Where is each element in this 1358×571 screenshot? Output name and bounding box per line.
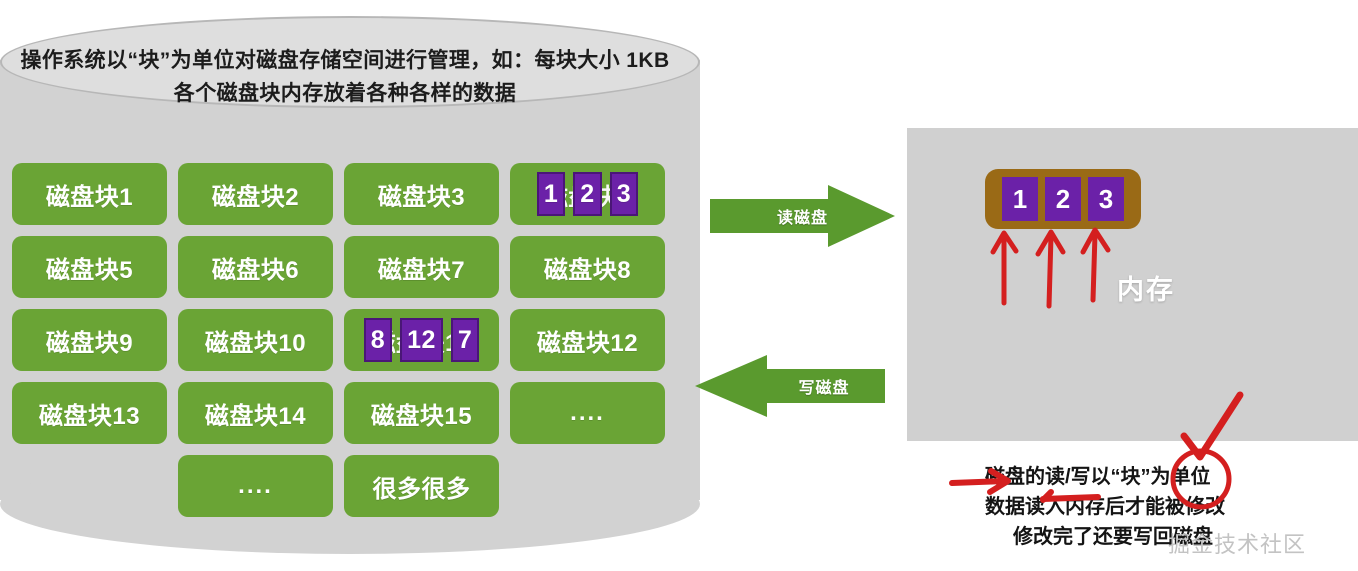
disk-caption: 操作系统以“块”为单位对磁盘存储空间进行管理，如：每块大小 1KB 各个磁盘块内… <box>0 44 690 110</box>
memory-chunk: 2 <box>1045 177 1081 221</box>
disk-block-label: 磁盘块10 <box>204 329 307 357</box>
disk-block[interactable]: 磁盘块15 <box>344 382 499 444</box>
block-spacer <box>510 455 665 517</box>
disk-block[interactable]: 磁盘块3 <box>344 163 499 225</box>
block-grid-row: 磁盘块9 磁盘块10 磁盘块118127 磁盘块12 <box>12 309 684 371</box>
disk-block-label: 磁盘块14 <box>204 402 307 430</box>
disk-block[interactable]: 很多很多 <box>344 455 499 517</box>
block-grid-row: 磁盘块13 磁盘块14 磁盘块15.... <box>12 382 684 444</box>
disk-block[interactable]: 磁盘块12 <box>510 309 665 371</box>
disk-block[interactable]: 磁盘块10 <box>178 309 333 371</box>
disk-block[interactable]: 磁盘块6 <box>178 236 333 298</box>
read-disk-label: 读磁盘 <box>776 210 828 227</box>
disk-block-label: 磁盘块1 <box>45 183 134 211</box>
note-line-3: 修改完了还要写回磁盘 <box>1013 526 1213 548</box>
disk-block[interactable]: .... <box>178 455 333 517</box>
disk-block[interactable]: 磁盘块1 <box>12 163 167 225</box>
disk-block-label: 磁盘块9 <box>45 329 134 357</box>
disk-block-label: .... <box>570 399 605 426</box>
data-chunk: 1 <box>536 172 566 216</box>
disk-block[interactable]: 磁盘块14 <box>178 382 333 444</box>
watermark: 掘金技术社区 <box>1168 532 1307 557</box>
disk-block[interactable]: 磁盘块8 <box>510 236 665 298</box>
read-disk-arrow[interactable]: 读磁盘 <box>710 185 895 247</box>
note-line-1: 磁盘的读/写以“块”为单位 <box>985 466 1211 488</box>
write-arrow-shape <box>695 355 885 417</box>
memory-chunk: 3 <box>1088 177 1124 221</box>
note-line-2: 数据读入内存后才能被修改 <box>985 496 1225 518</box>
disk-block-label: 磁盘块13 <box>38 402 141 430</box>
data-chunk: 8 <box>363 318 393 362</box>
disk-caption-line1: 操作系统以“块”为单位对磁盘存储空间进行管理，如：每块大小 1KB <box>20 49 670 72</box>
disk-block-label: .... <box>238 472 273 499</box>
disk-block-label: 磁盘块15 <box>370 402 473 430</box>
disk-block-label: 磁盘块6 <box>211 256 300 284</box>
disk-block[interactable]: 磁盘块7 <box>344 236 499 298</box>
bottom-note: 磁盘的读/写以“块”为单位 数据读入内存后才能被修改 修改完了还要写回磁盘 <box>985 462 1358 552</box>
data-chunk: 3 <box>609 172 639 216</box>
memory-chunk: 1 <box>1002 177 1038 221</box>
disk-block[interactable]: 磁盘块118127 <box>344 309 499 371</box>
disk-block[interactable]: 磁盘块2 <box>178 163 333 225</box>
block-spacer <box>12 455 167 517</box>
disk-block[interactable]: 磁盘块9 <box>12 309 167 371</box>
disk-block-label: 磁盘块5 <box>45 256 134 284</box>
disk-block-grid: 磁盘块1磁盘块2磁盘块3磁盘块4123磁盘块5磁盘块6磁盘块7磁盘块8磁盘块9磁… <box>12 163 684 528</box>
block-grid-row: 磁盘块1 磁盘块2 磁盘块3 磁盘块4123 <box>12 163 684 225</box>
disk-block[interactable]: 磁盘块5 <box>12 236 167 298</box>
disk-caption-line2: 各个磁盘块内存放着各种各样的数据 <box>173 82 517 105</box>
write-disk-label: 写磁盘 <box>798 380 850 397</box>
data-chunk: 7 <box>450 318 480 362</box>
disk-block-label: 磁盘块7 <box>377 256 466 284</box>
read-arrow-shape <box>710 185 895 247</box>
data-chunk: 12 <box>400 318 443 362</box>
disk-block-label: 很多很多 <box>372 475 471 503</box>
cylinder-top-ellipse <box>0 16 700 108</box>
data-chunk: 2 <box>573 172 602 216</box>
disk-block-label: 磁盘块2 <box>211 183 300 211</box>
block-grid-row: 磁盘块5 磁盘块6 磁盘块7 磁盘块8 <box>12 236 684 298</box>
disk-block-label: 磁盘块3 <box>377 183 466 211</box>
disk-block[interactable]: .... <box>510 382 665 444</box>
disk-block-label: 磁盘块12 <box>536 329 639 357</box>
write-disk-arrow[interactable]: 写磁盘 <box>695 355 885 417</box>
disk-block-label: 磁盘块8 <box>543 256 632 284</box>
block-grid-row: .... 很多很多 <box>12 455 684 517</box>
memory-label: 内存 <box>1117 275 1175 305</box>
disk-block[interactable]: 磁盘块13 <box>12 382 167 444</box>
disk-cylinder: 操作系统以“块”为单位对磁盘存储空间进行管理，如：每块大小 1KB 各个磁盘块内… <box>0 8 700 563</box>
disk-block[interactable]: 磁盘块4123 <box>510 163 665 225</box>
